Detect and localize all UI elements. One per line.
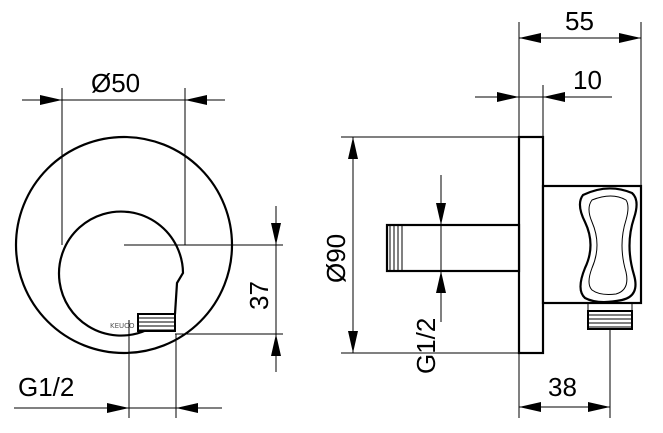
rear-threaded-pipe: [385, 223, 521, 273]
dim-label-diameter-50: Ø50: [91, 68, 140, 98]
dim-offset-37: 37: [175, 206, 283, 372]
dim-label-thread-left: G1/2: [18, 372, 74, 402]
dim-label-offset-37: 37: [244, 281, 274, 310]
dim-length-38: 38: [518, 329, 611, 418]
outlet-nipple: [137, 313, 176, 332]
holder-body: [541, 184, 643, 305]
brand-mark: KEUCO: [110, 322, 135, 330]
bottom-outlet-nipple: [587, 303, 633, 330]
dim-label-depth-55: 55: [565, 6, 594, 36]
dim-depth-55: 55: [518, 6, 642, 186]
dim-label-thread-right: G1/2: [411, 318, 441, 374]
dim-label-flange-10: 10: [573, 65, 602, 95]
flange-plate: [517, 135, 545, 355]
dim-label-length-38: 38: [548, 372, 577, 402]
dim-diameter-50: Ø50: [22, 68, 225, 245]
inner-circle-outline: [57, 210, 185, 337]
dim-thread-right: G1/2: [411, 175, 446, 374]
hose-holder-handle-inner: [588, 195, 629, 295]
dim-diameter-90: Ø90: [321, 136, 519, 354]
dim-thread-left: G1/2: [14, 320, 222, 418]
side-view: 55 10 Ø90 G1/2: [321, 6, 643, 418]
hose-holder-handle: [578, 187, 638, 304]
dim-flange-10: 10: [475, 65, 612, 137]
dim-label-diameter-90: Ø90: [321, 234, 351, 283]
front-view: KEUCO Ø50 37 G1/2: [14, 68, 283, 418]
